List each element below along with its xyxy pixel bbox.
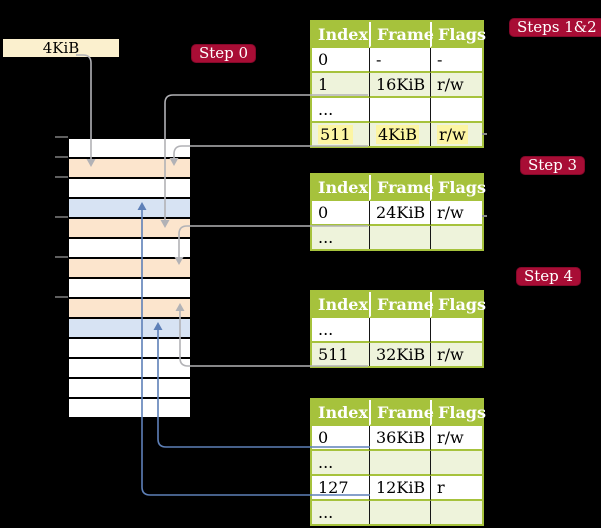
- column-header-index: Index: [312, 175, 369, 201]
- cell-frame: [369, 98, 430, 123]
- memory-row-page-table: [69, 259, 190, 279]
- column-header-frame: Frame: [369, 400, 434, 426]
- cell-flags: [430, 451, 482, 476]
- column-header-flags: Flags: [430, 22, 486, 48]
- cell-frame: [369, 501, 430, 524]
- address-tick: [55, 176, 68, 178]
- memory-row-page-table: [69, 159, 190, 179]
- column-header-frame: Frame: [369, 292, 434, 318]
- frame-size-label: 4KiB: [2, 38, 120, 58]
- cell-index: 511: [312, 343, 369, 366]
- cell-flags: [430, 98, 482, 123]
- column-header-frame: Frame: [369, 22, 434, 48]
- cell-frame: 32KiB: [369, 343, 430, 366]
- cell-frame: [369, 451, 430, 476]
- cell-flags: -: [430, 48, 482, 73]
- highlighted-cell: r/w: [437, 125, 468, 144]
- table-row: 0 - -: [312, 48, 482, 73]
- column-header-frame: Frame: [369, 175, 434, 201]
- memory-row-page-table: [69, 299, 190, 319]
- cell-frame: -: [369, 48, 430, 73]
- table-row: 127 12KiB r: [312, 476, 482, 501]
- cell-index: 0: [312, 426, 369, 451]
- badge-step-4: Step 4: [516, 267, 582, 286]
- memory-row-page-table: [69, 219, 190, 239]
- table-row: ...: [312, 451, 482, 476]
- cell-index: 0: [312, 201, 369, 226]
- memory-row: [69, 179, 190, 199]
- table-header-row: Index Frame Flags: [312, 400, 486, 426]
- cell-frame: [369, 318, 430, 343]
- address-tick: [55, 216, 68, 218]
- table-row: ...: [312, 501, 482, 524]
- physical-memory-column: [67, 137, 192, 419]
- memory-row-mapped-frame: [69, 319, 190, 339]
- cell-index: ...: [312, 98, 369, 123]
- cell-flags: r/w: [430, 73, 482, 98]
- table-row: 511 32KiB r/w: [312, 343, 482, 366]
- memory-row-mapped-frame: [69, 199, 190, 219]
- cell-frame: [369, 226, 430, 249]
- page-table-1: Index Frame Flags 0 - - 1 16KiB r/w ... …: [310, 20, 486, 148]
- badge-step-3: Step 3: [520, 156, 586, 175]
- table-row: ...: [312, 98, 482, 123]
- table-row: 1 16KiB r/w: [312, 73, 482, 98]
- badge-steps-1-2: Steps 1&2: [509, 18, 601, 37]
- column-header-flags: Flags: [430, 175, 486, 201]
- memory-row: [69, 139, 190, 159]
- page-table-3: Index Frame Flags ... 511 32KiB r/w: [310, 290, 486, 368]
- cell-flags: [430, 501, 482, 524]
- memory-row: [69, 279, 190, 299]
- cell-flags: [430, 318, 482, 343]
- cell-frame: 24KiB: [369, 201, 430, 226]
- column-header-index: Index: [312, 400, 369, 426]
- cell-flags: r/w: [430, 201, 482, 226]
- cell-flags: r/w: [430, 123, 482, 146]
- cell-index: ...: [312, 318, 369, 343]
- cell-index: 511: [312, 123, 369, 146]
- cell-flags: r: [430, 476, 482, 501]
- address-tick: [55, 256, 68, 258]
- cell-flags: r/w: [430, 426, 482, 451]
- cell-frame: 16KiB: [369, 73, 430, 98]
- table-row-recursive-entry: 511 4KiB r/w: [312, 123, 482, 146]
- memory-row: [69, 399, 190, 417]
- page-table-2: Index Frame Flags 0 24KiB r/w ...: [310, 173, 486, 251]
- memory-row: [69, 359, 190, 379]
- table-row: ...: [312, 226, 482, 249]
- cell-index: 1: [312, 73, 369, 98]
- table-row: ...: [312, 318, 482, 343]
- column-header-index: Index: [312, 292, 369, 318]
- cell-index: ...: [312, 226, 369, 249]
- address-tick: [55, 136, 68, 138]
- cell-flags: r/w: [430, 343, 482, 366]
- column-header-flags: Flags: [430, 292, 486, 318]
- cell-index: ...: [312, 501, 369, 524]
- page-table-4: Index Frame Flags 0 36KiB r/w ... 127 12…: [310, 398, 486, 526]
- highlighted-cell: 4KiB: [376, 125, 420, 144]
- address-tick: [55, 296, 68, 298]
- badge-step-0: Step 0: [191, 44, 257, 63]
- table-row: 0 24KiB r/w: [312, 201, 482, 226]
- cell-frame: 4KiB: [369, 123, 430, 146]
- memory-row: [69, 239, 190, 259]
- table-header-row: Index Frame Flags: [312, 292, 486, 318]
- column-header-flags: Flags: [430, 400, 486, 426]
- cell-frame: 36KiB: [369, 426, 430, 451]
- cell-flags: [430, 226, 482, 249]
- memory-row: [69, 379, 190, 399]
- cell-index: 0: [312, 48, 369, 73]
- memory-row: [69, 339, 190, 359]
- highlighted-cell: 511: [318, 125, 353, 144]
- column-header-index: Index: [312, 22, 369, 48]
- table-header-row: Index Frame Flags: [312, 22, 486, 48]
- table-row: 0 36KiB r/w: [312, 426, 482, 451]
- address-tick: [55, 156, 68, 158]
- cell-index: ...: [312, 451, 369, 476]
- table-header-row: Index Frame Flags: [312, 175, 486, 201]
- cell-frame: 12KiB: [369, 476, 430, 501]
- cell-index: 127: [312, 476, 369, 501]
